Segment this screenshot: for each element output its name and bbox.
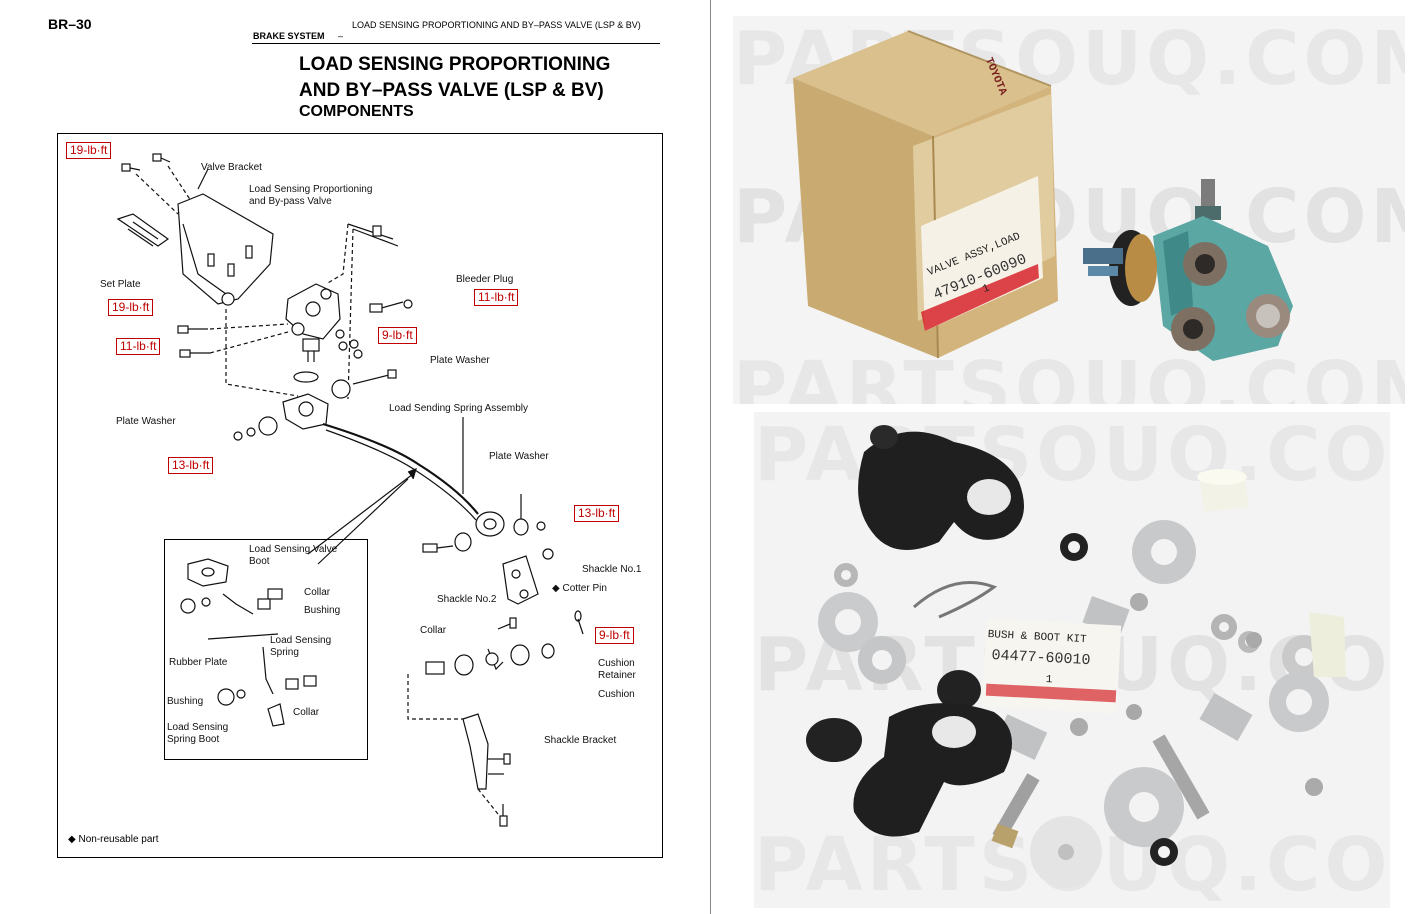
product-photo-valve: PARTSOUQ.COM PARTSOUQ.COM PARTSOUQ.COM V… bbox=[733, 16, 1405, 404]
shackle-bracket-shape bbox=[462, 713, 489, 790]
torque-spec: 9-lb·ft bbox=[595, 627, 634, 644]
page-title: LOAD SENSING PROPORTIONING AND BY–PASS V… bbox=[299, 52, 679, 104]
header-rule bbox=[252, 43, 660, 44]
title-line-1: LOAD SENSING PROPORTIONING bbox=[299, 54, 611, 75]
header-section: BRAKE SYSTEM bbox=[253, 31, 325, 41]
torque-spec: 11-lb·ft bbox=[116, 338, 161, 355]
label-cotter-pin: ◆ Cotter Pin bbox=[552, 583, 607, 594]
page-subtitle: COMPONENTS bbox=[299, 103, 414, 120]
label-plate-washer: Plate Washer bbox=[489, 451, 549, 462]
torque-spec: 11-lb·ft bbox=[474, 289, 519, 306]
kit-photo-drawing bbox=[806, 425, 1346, 888]
inset-detail-box bbox=[164, 539, 368, 760]
label-spring-boot: Load Sensing Spring Boot bbox=[167, 722, 228, 746]
label-cushion-retainer: Cushion Retainer bbox=[598, 658, 636, 682]
label-spring: Load Sensing Spring bbox=[270, 635, 331, 659]
label-line: Boot bbox=[249, 556, 270, 567]
label-collar: Collar bbox=[293, 707, 320, 718]
label-line: Load Sensing bbox=[167, 722, 229, 733]
set-plate-shape bbox=[116, 213, 170, 247]
label-cushion: Cushion bbox=[598, 689, 635, 700]
valve-bracket-shape bbox=[177, 193, 274, 305]
page-number: BR–30 bbox=[48, 16, 92, 32]
product-photo-kit: PARTSOUQ.COM PARTSOUQ.COM PARTSOUQ.COM bbox=[754, 412, 1390, 908]
label-valve-bracket: Valve Bracket bbox=[201, 162, 262, 173]
label-shackle-no1: Shackle No.1 bbox=[582, 564, 642, 575]
header-topic: LOAD SENSING PROPORTIONING AND BY–PASS V… bbox=[352, 20, 641, 30]
torque-spec: 13-lb·ft bbox=[574, 505, 620, 522]
header-separator: – bbox=[338, 31, 344, 41]
components-diagram: 19-lb·ft 19-lb·ft 11-lb·ft 11-lb·ft 9-lb… bbox=[57, 133, 663, 858]
label-spring-assembly: Load Sending Spring Assembly bbox=[389, 403, 528, 414]
exploded-view-drawing bbox=[116, 153, 584, 827]
label-lsp-valve: Load Sensing Proportioning and By-pass V… bbox=[249, 184, 372, 208]
label-shackle-bracket: Shackle Bracket bbox=[544, 735, 617, 746]
label-line: Cushion bbox=[598, 658, 635, 669]
torque-spec: 19-lb·ft bbox=[66, 142, 112, 159]
torque-spec: 13-lb·ft bbox=[168, 457, 214, 474]
label-plate-washer: Plate Washer bbox=[430, 355, 490, 366]
manual-page: BR–30 LOAD SENSING PROPORTIONING AND BY–… bbox=[48, 0, 711, 914]
footnote: ◆ Non-reusable part bbox=[68, 834, 159, 845]
label-shackle-no2: Shackle No.2 bbox=[437, 594, 497, 605]
label-rubber-plate: Rubber Plate bbox=[169, 657, 228, 668]
torque-spec: 19-lb·ft bbox=[108, 299, 154, 316]
label-valve-boot: Load Sensing Valve Boot bbox=[249, 544, 337, 568]
valve-photo-drawing bbox=[793, 30, 1293, 361]
label-bleeder-plug: Bleeder Plug bbox=[456, 274, 514, 285]
label-collar: Collar bbox=[420, 625, 447, 636]
title-line-2: AND BY–PASS VALVE (LSP & BV) bbox=[299, 80, 604, 101]
label-line: Load Sensing Valve bbox=[249, 544, 338, 555]
bolt-icon bbox=[152, 153, 171, 163]
watermark: PARTSOUQ.COM bbox=[733, 346, 1405, 404]
label-line: Retainer bbox=[598, 670, 636, 681]
label-plate-washer: Plate Washer bbox=[116, 416, 176, 427]
label-collar: Collar bbox=[304, 587, 331, 598]
bolt-icon bbox=[121, 163, 141, 172]
shackle-no1-shape bbox=[502, 555, 539, 605]
label-line: Spring Boot bbox=[167, 734, 220, 745]
label-bushing: Bushing bbox=[167, 696, 204, 707]
torque-spec: 9-lb·ft bbox=[378, 327, 417, 344]
label-line: Spring bbox=[270, 647, 299, 658]
label-line: Load Sensing Proportioning bbox=[249, 184, 373, 195]
label-bushing: Bushing bbox=[304, 605, 341, 616]
label-line: Load Sensing bbox=[270, 635, 332, 646]
label-set-plate: Set Plate bbox=[100, 279, 141, 290]
label-line: and By-pass Valve bbox=[249, 196, 332, 207]
kit-quantity: 1 bbox=[1045, 674, 1053, 687]
